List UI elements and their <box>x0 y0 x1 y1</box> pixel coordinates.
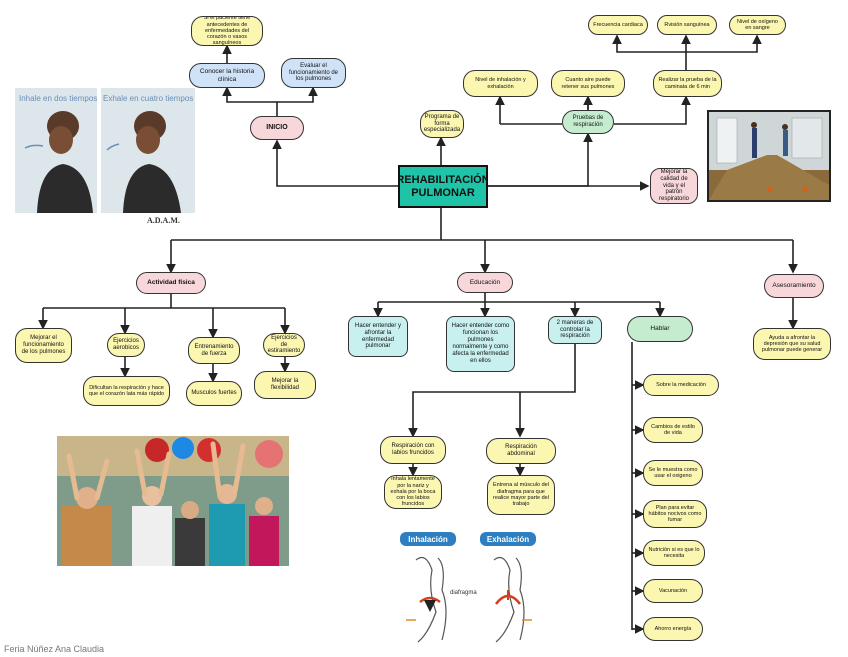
hablar-node: Hablar <box>627 316 693 342</box>
diafragma-label: diafragma <box>450 590 477 596</box>
fuerza-node: Entrenamiento de fuerza <box>188 337 240 364</box>
breathing-woman-image: Inhale en dos tiempos Exhale en cuatro t… <box>15 88 195 228</box>
adam-logo: A.D.A.M. <box>147 216 180 225</box>
hablar-item: Vacunación <box>643 579 703 603</box>
exercise-class-image <box>57 436 289 566</box>
evaluar-node: Evaluar el funcionamiento de los pulmone… <box>281 58 346 88</box>
estiramiento-node: Ejercicios de estiramiento <box>263 333 305 357</box>
inhale-caption: Inhale en dos tiempos <box>19 94 98 103</box>
exhale-caption: Exhale en cuatro tiempos <box>103 94 194 103</box>
hablar-item: Cambios de estilo de vida <box>643 417 703 443</box>
exhalacion-label: Exhalación <box>480 532 536 546</box>
dificultan-node: Dificultan la respiración y hace que el … <box>83 376 170 406</box>
actividad-node: Actividad física <box>136 272 206 294</box>
cuanto-aire-node: Cuanto aire puede retener sus pulmones <box>551 70 625 97</box>
walking-test-image <box>707 110 831 202</box>
corridor-photo <box>709 112 829 200</box>
asesoramiento-node: Asesoramiento <box>764 274 824 298</box>
labios-fruncidos-node: Respiración con labios fruncidos <box>380 436 446 464</box>
inhalacion-label: Inhalación <box>400 532 456 546</box>
conocer-node: Conocer la historia clínica <box>189 63 265 88</box>
mejorar-calidad-node: Mejorar la calidad de vida y el patrón r… <box>650 168 698 204</box>
educacion-node: Educación <box>457 272 513 293</box>
entrena-node: Entrena al músculo del diafragma para qu… <box>487 475 555 515</box>
pruebas-node: Pruebas de respiración <box>562 110 614 134</box>
caminata-node: Realizar la prueba de la caminata de 6 m… <box>653 70 722 97</box>
diaphragm-diagram: Inhalación Exhalación diafragma <box>398 530 540 648</box>
hablar-item: Plan para evitar hábitos nocivos como fu… <box>643 500 707 528</box>
inicio-node: INICIO <box>250 116 304 140</box>
exercise-photo <box>57 436 289 566</box>
hablar-item: Se le muestra como usar el oxigeno <box>643 460 703 486</box>
como-funcionan-node: Hacer entender como funcionan los pulmon… <box>446 316 515 372</box>
hablar-item: Nutrición si es que lo necesita <box>643 540 705 566</box>
lungs-drawing <box>406 557 532 643</box>
dos-maneras-node: 2 maneras de controlar la respiración <box>548 316 602 344</box>
oxigeno-node: Nivel de oxígeno en sangre <box>729 15 786 35</box>
hablar-item: Sobre la medicación <box>643 374 719 396</box>
author-footer: Feria Núñez Ana Claudia <box>4 644 105 654</box>
abdominal-node: Respiración abdominal <box>486 438 556 464</box>
hablar-item: Ahorro energía <box>643 617 703 641</box>
programa-node: Programa de forma especializada <box>420 110 464 138</box>
frecuencia-node: Frecuencia cardiaca <box>588 15 648 35</box>
historia-detail-node: Si el paciente tiene antecedentes de enf… <box>191 16 263 46</box>
flexibilidad-node: Mejorar la flexibilidad <box>254 371 316 399</box>
inhala-node: Inhala lentamente por la nariz y exhala … <box>384 475 442 509</box>
hacer-entender-node: Hacer entender y afrontar la enfermedad … <box>348 316 408 357</box>
ayuda-depresion-node: Ayuda a afrontar la depresión que su sal… <box>753 328 831 360</box>
nivel-inhalacion-node: Nivel de inhalación y exhalación <box>463 70 538 97</box>
mejorar-funcionamiento-node: Mejorar el funcionamiento de los pulmone… <box>15 328 72 363</box>
presion-node: Rvisión sanguínea <box>657 15 717 35</box>
main-topic: REHABILITACIÓN PULMONAR <box>398 165 488 208</box>
woman-figures <box>24 111 181 213</box>
musculos-node: Musculos fuertes <box>186 381 242 406</box>
aerobicos-node: Ejercicios aerobicos <box>107 333 145 357</box>
